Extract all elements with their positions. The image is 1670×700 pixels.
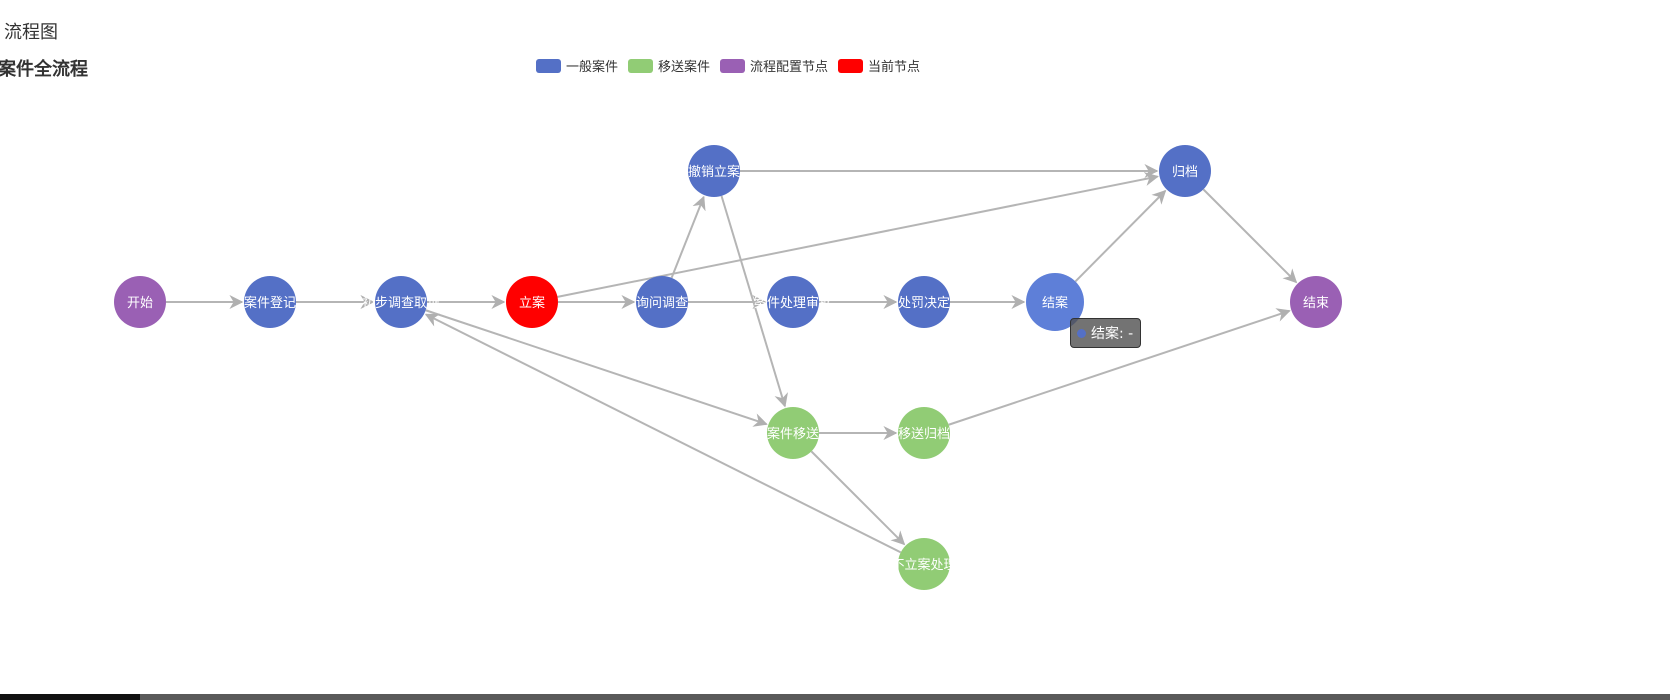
- legend-label: 当前节点: [868, 60, 921, 75]
- edge-no_file-to-investigate: [424, 313, 902, 554]
- node-circle: [244, 276, 296, 328]
- node-circle: [636, 276, 688, 328]
- node-label: 结案: [1042, 296, 1068, 311]
- node-review[interactable]: 案件处理审批: [754, 276, 832, 328]
- node-label: 处罚决定: [898, 296, 950, 311]
- legend-item[interactable]: 当前节点: [838, 56, 920, 75]
- node-inquiry[interactable]: 询问调查: [636, 276, 688, 328]
- node-label: 立案: [519, 296, 545, 311]
- bottom-bar-segment: [0, 694, 140, 700]
- node-circle: [898, 407, 950, 459]
- edge-transfer_archive-to-end: [948, 308, 1291, 426]
- node-start[interactable]: 开始: [114, 276, 166, 328]
- node-close[interactable]: 结案: [1026, 273, 1084, 331]
- legend-item[interactable]: 移送案件: [628, 56, 710, 75]
- edge-archive-to-end: [1202, 188, 1298, 284]
- chart-title: 案件全流程: [0, 59, 88, 80]
- node-circle: [114, 276, 166, 328]
- node-label: 结束: [1303, 296, 1329, 311]
- legend-label: 移送案件: [658, 60, 711, 75]
- legend-label: 一般案件: [566, 60, 619, 75]
- legend-swatch: [536, 58, 561, 73]
- node-tooltip: 结案: -: [1070, 318, 1142, 348]
- node-transfer_archive[interactable]: 移送归档: [898, 407, 950, 459]
- legend: 一般案件 移送案件 流程配置节点 当前节点: [536, 56, 920, 75]
- node-circle: [767, 407, 819, 459]
- node-penalty[interactable]: 处罚决定: [898, 276, 950, 328]
- node-circle: [898, 276, 950, 328]
- node-label: 询问调查: [636, 296, 688, 311]
- legend-item[interactable]: 一般案件: [536, 56, 618, 75]
- legend-swatch: [628, 58, 654, 73]
- node-revoke[interactable]: 撤销立案: [688, 145, 740, 197]
- node-end[interactable]: 结束: [1290, 276, 1342, 328]
- node-circle: [506, 276, 558, 328]
- node-label: 开始: [127, 296, 153, 311]
- bottom-scrollbar[interactable]: [0, 694, 1670, 700]
- edge-revoke-to-transfer: [720, 195, 788, 408]
- tooltip-text: 结案: -: [1091, 326, 1134, 342]
- node-circle: [688, 145, 740, 197]
- tooltip-dot-icon: [1077, 328, 1086, 338]
- legend-swatch: [720, 58, 746, 73]
- node-label: 案件移送: [767, 427, 819, 442]
- node-circle: [1026, 273, 1084, 331]
- node-circle: [1290, 276, 1342, 328]
- node-register[interactable]: 案件登记: [244, 276, 296, 328]
- legend-label: 流程配置节点: [750, 60, 829, 75]
- node-no_file[interactable]: 不立案处理: [891, 538, 957, 590]
- edge-inquiry-to-revoke: [670, 195, 706, 279]
- node-file[interactable]: 立案: [506, 276, 558, 328]
- page-title: 流程图: [4, 22, 58, 43]
- node-label: 案件登记: [244, 296, 296, 311]
- edges-layer: [166, 164, 1298, 554]
- node-circle: [767, 276, 819, 328]
- node-label: 归档: [1172, 165, 1198, 180]
- node-label: 不立案处理: [891, 558, 956, 573]
- legend-item[interactable]: 流程配置节点: [720, 56, 828, 75]
- node-label: 撤销立案: [688, 164, 740, 180]
- node-investigate[interactable]: 初步调查取证: [362, 276, 440, 328]
- edge-close-to-archive: [1074, 189, 1167, 283]
- node-transfer[interactable]: 案件移送: [767, 407, 819, 459]
- node-label: 案件处理审批: [754, 296, 832, 311]
- node-label: 移送归档: [898, 427, 950, 442]
- node-circle: [375, 276, 427, 328]
- edge-investigate-to-transfer: [425, 309, 768, 427]
- node-label: 初步调查取证: [362, 296, 440, 311]
- legend-swatch: [838, 58, 864, 73]
- node-circle: [898, 538, 950, 590]
- edge-transfer-to-no_file: [810, 450, 906, 546]
- node-circle: [1159, 145, 1211, 197]
- node-archive[interactable]: 归档: [1159, 145, 1211, 197]
